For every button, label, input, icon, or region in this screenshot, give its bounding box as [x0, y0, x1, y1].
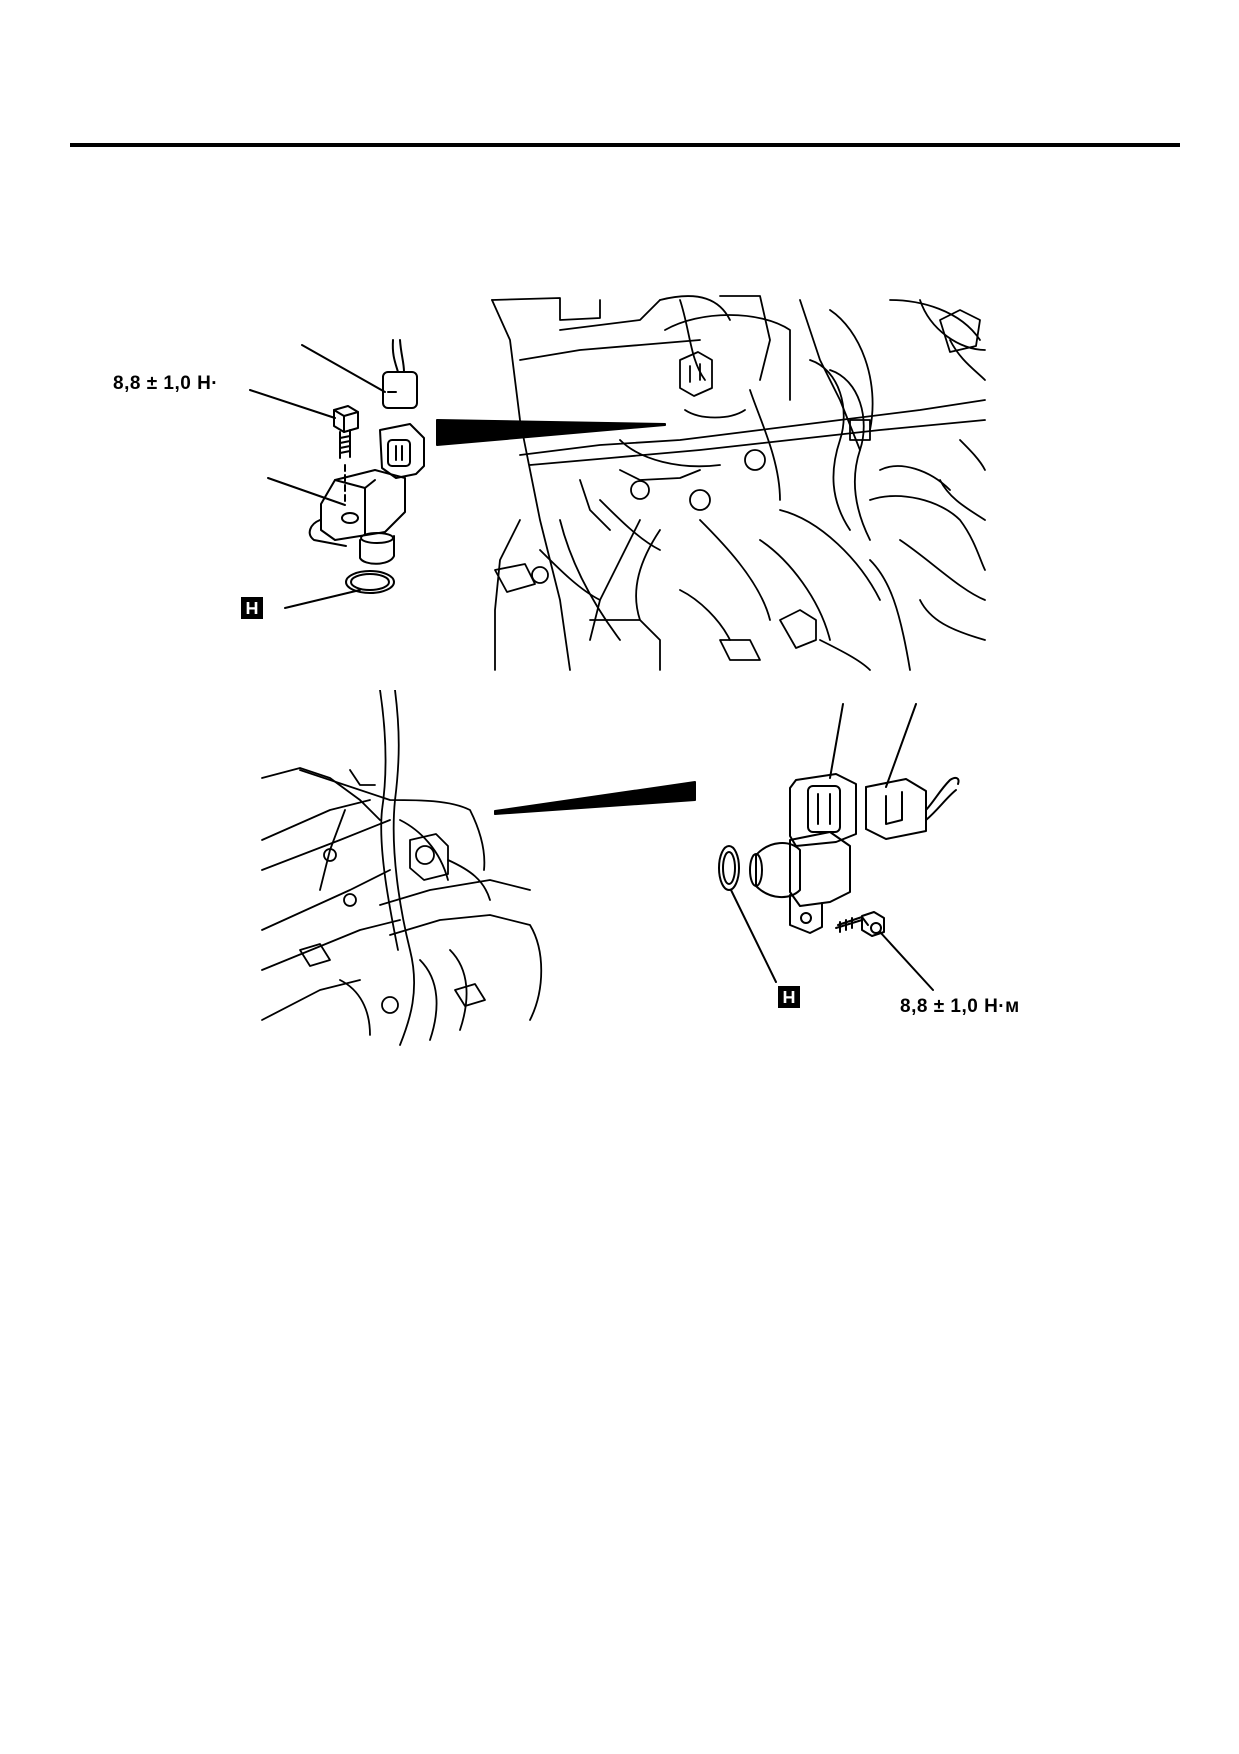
sensor-body: [320, 469, 406, 541]
engine-bay-illustration: [491, 295, 986, 671]
sensor-connector-2: [789, 773, 857, 847]
header-rule: [70, 143, 1180, 147]
grease-badge-icon: H: [778, 986, 800, 1008]
leader-sensor: [267, 477, 346, 506]
leader-connector: [301, 344, 386, 393]
sensor-tip: [359, 535, 395, 565]
grease-badge-icon: H: [241, 597, 263, 619]
harness-connector-2: [865, 778, 927, 840]
leader-connector-2: [885, 703, 917, 788]
pointer-wedge-1: [436, 419, 666, 446]
torque-spec-label: 8,8 ± 1,0 Н·: [113, 373, 219, 394]
o-ring: [345, 570, 395, 594]
leader-oring-2: [730, 889, 777, 983]
bolt-2: [861, 911, 885, 937]
o-ring-2: [718, 845, 740, 891]
figure-2: H 8,8 ± 1,0 Н·м: [0, 690, 1239, 1070]
figure-1: 8,8 ± 1,0 Н· H: [0, 0, 1239, 690]
bolt-head: [333, 405, 359, 433]
figure-1-drawing: [249, 295, 986, 671]
pointer-wedge-2: [494, 781, 696, 815]
leader-bolt: [249, 389, 336, 419]
leader-bolt-2: [879, 931, 934, 991]
torque-spec-label: 8,8 ± 1,0 Н·м: [900, 996, 1020, 1017]
figure-2-drawing: [261, 690, 960, 1046]
sensor-body-2: [789, 831, 851, 907]
sensor-connector-body: [379, 423, 425, 479]
harness-connector: [382, 371, 418, 409]
sensor-tip-2: [755, 842, 801, 898]
leader-oring: [284, 589, 361, 609]
leader-sensor-2: [829, 703, 844, 779]
engine-block-illustration: [261, 690, 543, 1046]
